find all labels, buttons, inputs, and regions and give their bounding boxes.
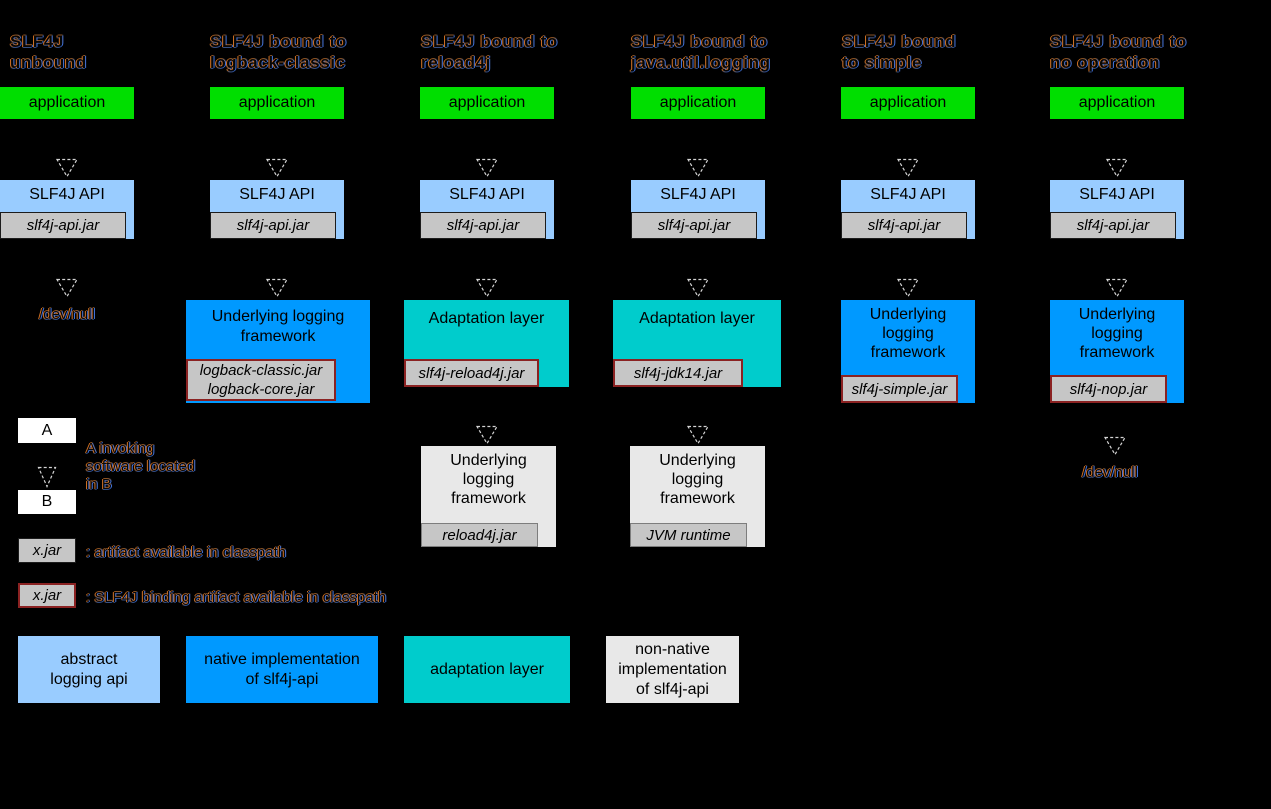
down-arrow-icon [475,158,499,178]
slf4j-api-jar-box: slf4j-api.jar [0,212,126,239]
legend-non-native-impl-box: non-native implementation of slf4j-api [606,636,739,703]
down-arrow-icon [896,158,920,178]
underlying-framework-label: Underlying logging framework [450,452,527,507]
legend-b-label: B [41,493,53,510]
down-arrow-icon [686,278,710,298]
application-box: application [420,87,554,119]
down-arrow-icon [475,278,499,298]
down-arrow-icon [55,278,79,298]
column-title: SLF4J bound to no operation [1050,32,1187,72]
legend-binding-jar-box: x.jar [18,583,76,608]
adaptation-layer-label: Adaptation layer [428,310,545,327]
legend-b-box: B [18,490,76,514]
underlying-framework-box: Underlying logging framework JVM runtime [630,446,765,547]
underlying-framework-label: Underlying logging framework [869,306,947,361]
application-box: application [210,87,344,119]
application-label: application [28,94,106,111]
application-box: application [841,87,975,119]
down-arrow-icon [265,278,289,298]
devnull-label: /dev/null [39,306,95,323]
binding-jar-box: slf4j-simple.jar [841,375,958,403]
legend-artifact-caption: : artifact available in classpath [86,544,287,561]
down-arrow-icon [475,425,499,445]
slf4j-api-label: SLF4J API [660,186,736,203]
down-arrow-icon [37,466,57,488]
legend-artifact-jar-box: x.jar [18,538,76,563]
slf4j-api-box: SLF4J API slf4j-api.jar [1050,180,1184,239]
slf4j-api-label: SLF4J API [449,186,525,203]
slf4j-api-jar-box: slf4j-api.jar [631,212,757,239]
down-arrow-icon [686,158,710,178]
slf4j-api-jar-box: slf4j-api.jar [1050,212,1176,239]
legend-native-impl-box: native implementation of slf4j-api [186,636,378,703]
down-arrow-icon [686,425,710,445]
slf4j-api-box: SLF4J API slf4j-api.jar [631,180,765,239]
legend-a-label: A [41,421,53,439]
underlying-framework-label: Underlying logging framework [1078,306,1156,361]
legend-adaptation-box: adaptation layer [404,636,570,703]
underlying-framework-box: Underlying logging framework logback-cla… [186,300,370,403]
binding-jar-box: slf4j-jdk14.jar [613,359,743,387]
slf4j-api-label: SLF4J API [239,186,315,203]
application-label: application [869,94,947,111]
slf4j-api-jar-box: slf4j-api.jar [210,212,336,239]
framework-jar-box: reload4j.jar [421,523,538,547]
application-label: application [1078,94,1156,111]
slf4j-api-box: SLF4J API slf4j-api.jar [420,180,554,239]
application-label: application [659,94,737,111]
slf4j-api-label: SLF4J API [1079,186,1155,203]
down-arrow-icon [55,158,79,178]
application-box: application [631,87,765,119]
slf4j-api-box: SLF4J API slf4j-api.jar [210,180,344,239]
column-title: SLF4J bound to java.util.logging [631,32,771,72]
slf4j-api-jar-box: slf4j-api.jar [841,212,967,239]
underlying-framework-box: Underlying logging framework slf4j-simpl… [841,300,975,403]
application-box: application [0,87,134,119]
legend-abstract-api-box: abstract logging api [18,636,160,703]
adaptation-layer-box: Adaptation layer slf4j-jdk14.jar [613,300,781,387]
down-arrow-icon [1105,158,1129,178]
down-arrow-icon [265,158,289,178]
framework-jar-box: JVM runtime [630,523,747,547]
slf4j-api-box: SLF4J API slf4j-api.jar [841,180,975,239]
adaptation-layer-box: Adaptation layer slf4j-reload4j.jar [404,300,569,387]
legend-invoke-caption: A invoking software located in B [86,440,196,493]
down-arrow-icon [896,278,920,298]
application-label: application [448,94,526,111]
adaptation-layer-label: Adaptation layer [639,310,755,327]
binding-jar-box: logback-classic.jar logback-core.jar [186,359,336,401]
column-title: SLF4J bound to logback-classic [210,32,347,72]
slf4j-api-box: SLF4J API slf4j-api.jar [0,180,134,239]
binding-jar-box: slf4j-nop.jar [1050,375,1167,403]
slf4j-api-jar-box: slf4j-api.jar [420,212,546,239]
application-box: application [1050,87,1184,119]
underlying-framework-box: Underlying logging framework slf4j-nop.j… [1050,300,1184,403]
column-title: SLF4J unbound [10,32,87,72]
down-arrow-icon [1105,278,1129,298]
application-label: application [238,94,316,111]
devnull-label: /dev/null [1082,464,1138,481]
down-arrow-icon [1103,436,1127,456]
slf4j-api-label: SLF4J API [29,186,105,203]
legend-a-box: A [18,418,76,443]
underlying-framework-label: Underlying logging framework [659,452,736,507]
underlying-framework-box: Underlying logging framework reload4j.ja… [421,446,556,547]
column-title: SLF4J bound to simple [842,32,957,72]
underlying-framework-label: Underlying logging framework [211,308,345,345]
legend-binding-caption: : SLF4J binding artifact available in cl… [86,589,387,606]
column-title: SLF4J bound to reload4j [421,32,558,72]
slf4j-api-label: SLF4J API [870,186,946,203]
binding-jar-box: slf4j-reload4j.jar [404,359,539,387]
